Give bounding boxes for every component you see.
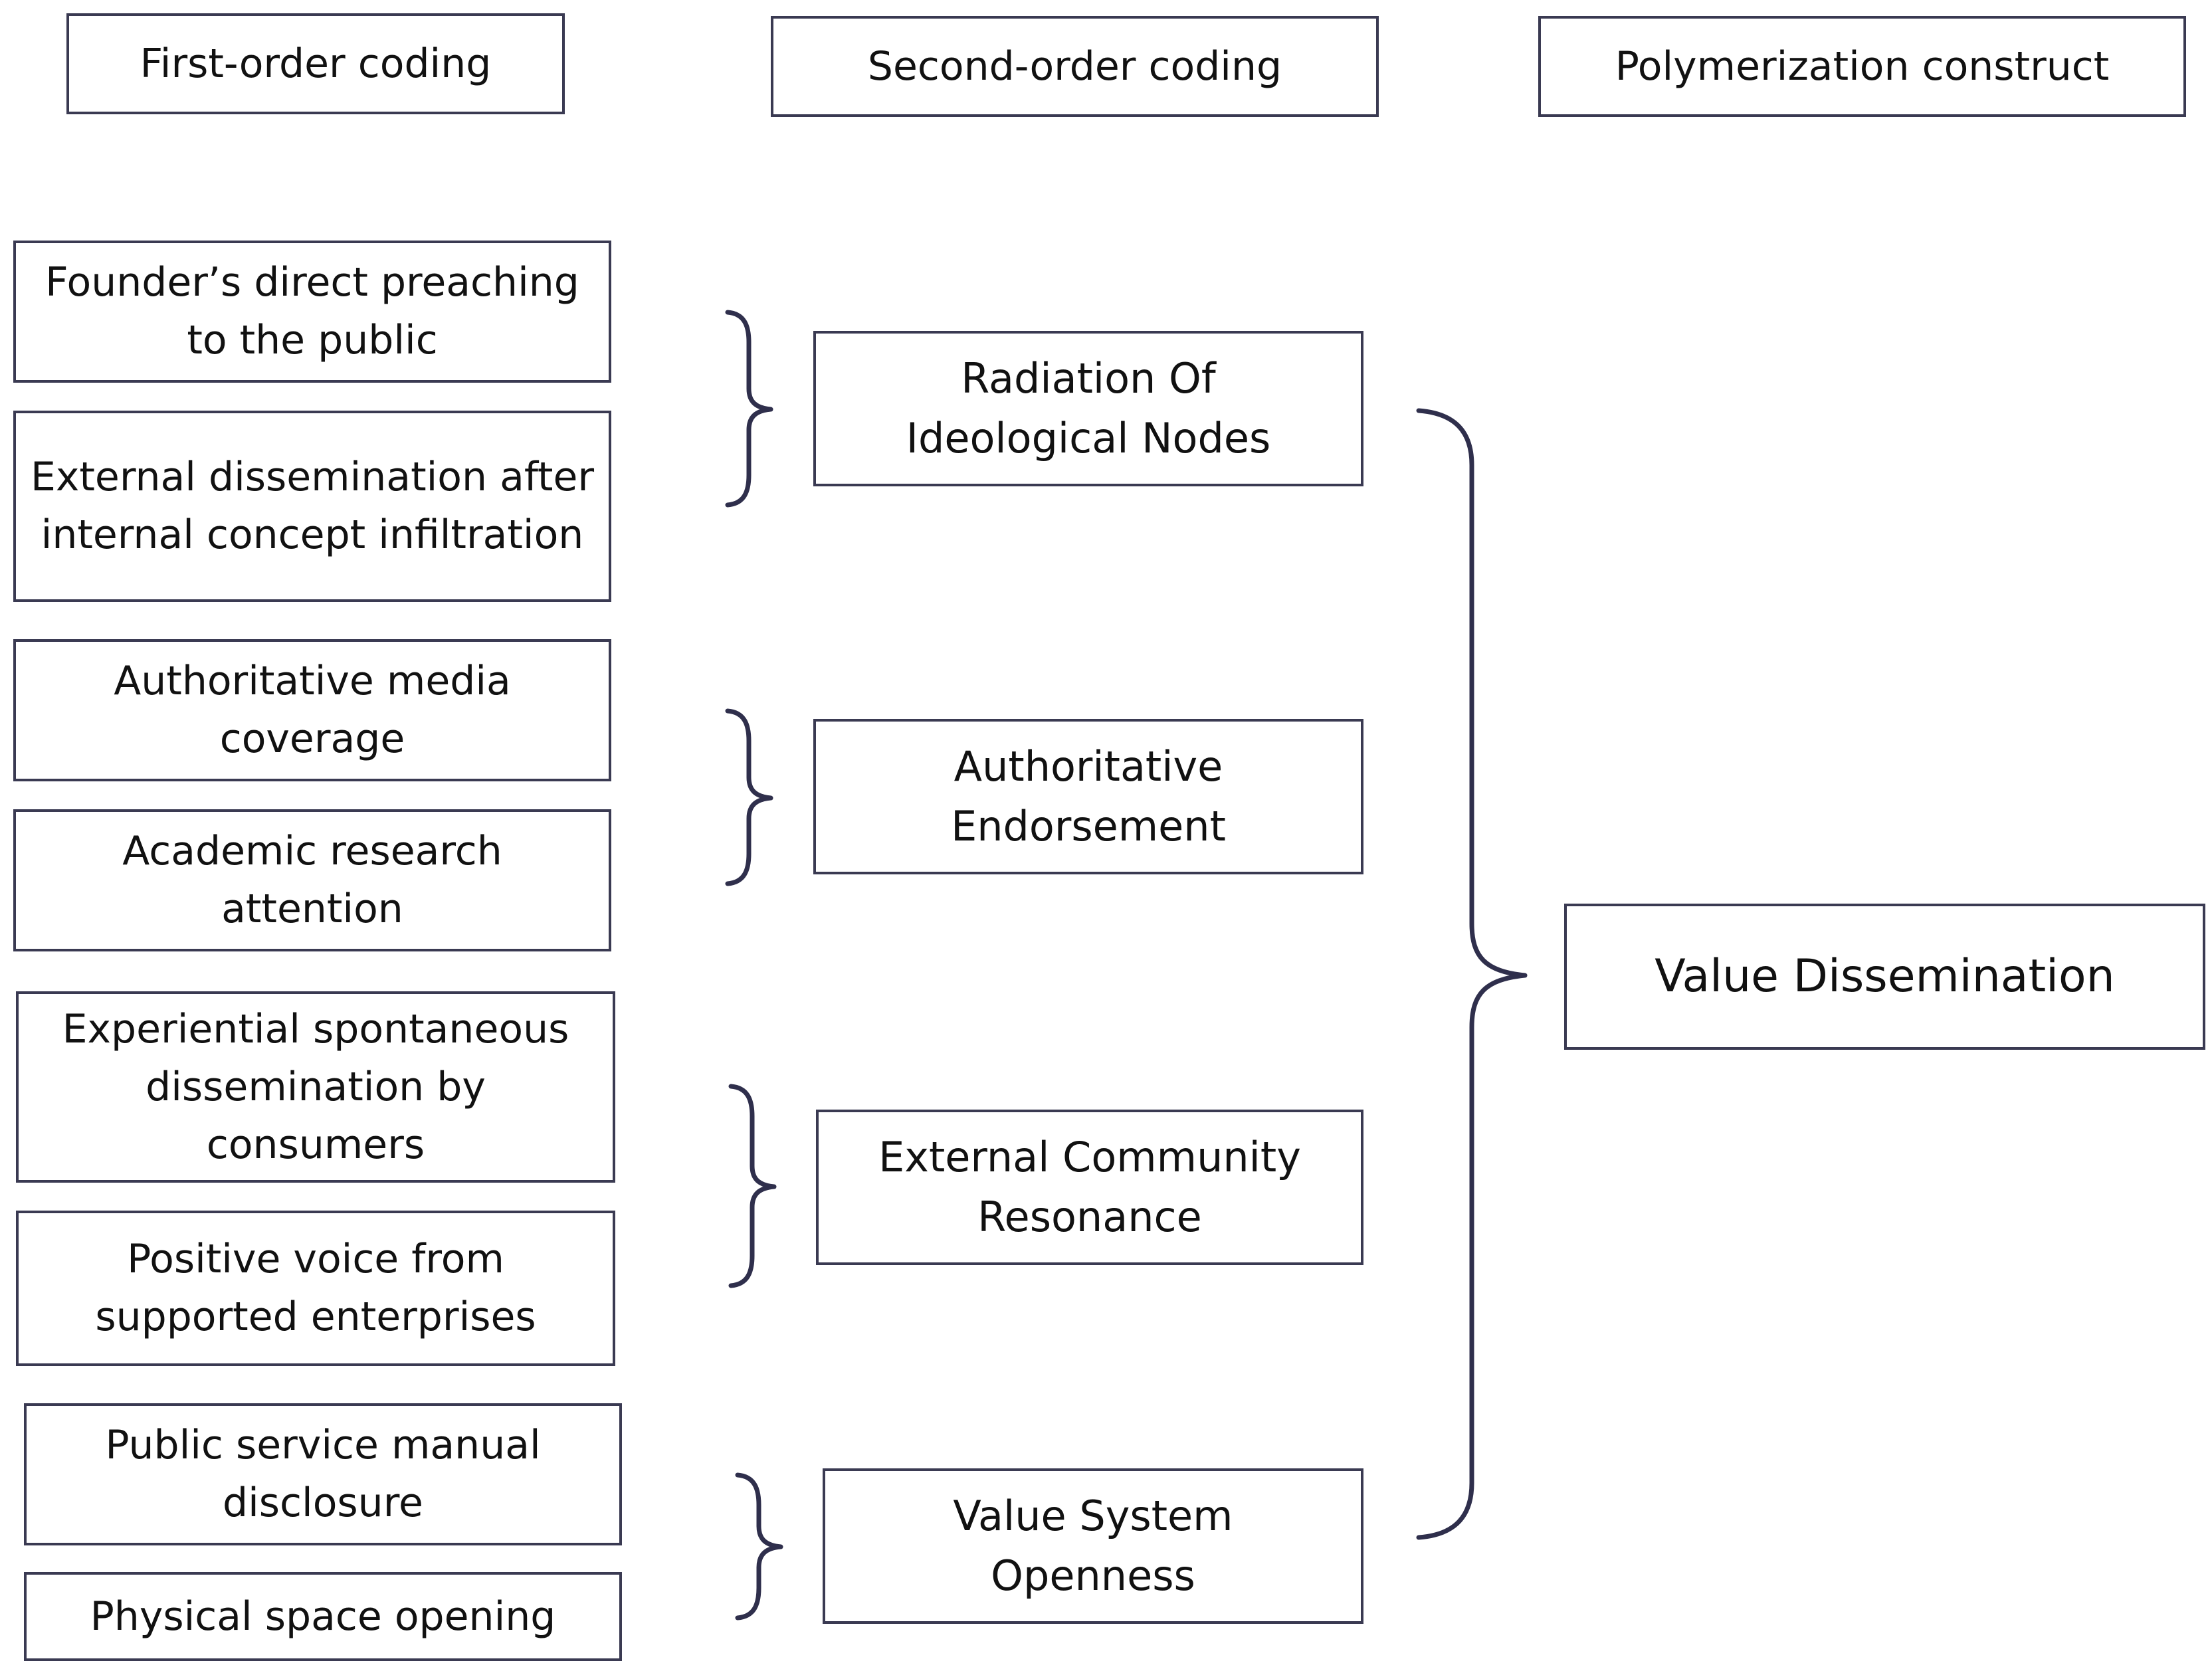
header-first-order-coding: First-order coding [66,13,565,114]
header-polymerization-construct: Polymerization construct [1538,16,2186,117]
first-order-label-2: External dissemination after internal co… [30,454,595,558]
second-order-label-4: Value System Openness [953,1492,1233,1600]
first-order-label-1: Founder’s direct preaching to the public [45,259,579,363]
first-order-box-8: Physical space opening [24,1572,622,1661]
first-order-label-7: Public service manual disclosure [105,1422,541,1526]
construct-box-value-dissemination: Value Dissemination [1564,904,2205,1050]
second-order-box-3: External Community Resonance [816,1110,1363,1265]
first-order-label-3: Authoritative media coverage [114,658,511,762]
first-order-label-4: Academic research attention [122,828,502,932]
first-order-label-8: Physical space opening [90,1593,556,1640]
bracket-group-3 [728,1084,777,1288]
first-order-box-6: Positive voice from supported enterprise… [16,1211,615,1366]
header-second-order-label: Second-order coding [867,43,1282,90]
header-construct-label: Polymerization construct [1615,43,2110,90]
construct-label: Value Dissemination [1655,949,2115,1003]
bracket-group-2 [725,708,773,886]
first-order-label-5: Experiential spontaneous dissemination b… [62,1005,569,1168]
second-order-box-4: Value System Openness [823,1468,1363,1624]
first-order-box-7: Public service manual disclosure [24,1403,622,1545]
first-order-box-4: Academic research attention [13,809,611,951]
first-order-box-5: Experiential spontaneous dissemination b… [16,991,615,1183]
first-order-box-1: Founder’s direct preaching to the public [13,241,611,383]
bracket-group-1 [725,310,773,508]
bracket-group-4 [735,1472,783,1621]
second-order-label-3: External Community Resonance [878,1133,1301,1241]
first-order-box-3: Authoritative media coverage [13,639,611,781]
second-order-label-1: Radiation Of Ideological Nodes [906,354,1271,462]
bracket-construct [1416,408,1528,1540]
second-order-label-2: Authoritative Endorsement [951,742,1226,850]
second-order-box-2: Authoritative Endorsement [813,719,1363,874]
first-order-label-6: Positive voice from supported enterprise… [95,1236,536,1340]
header-second-order-coding: Second-order coding [771,16,1379,117]
second-order-box-1: Radiation Of Ideological Nodes [813,331,1363,486]
header-first-order-label: First-order coding [140,40,492,87]
first-order-box-2: External dissemination after internal co… [13,411,611,602]
